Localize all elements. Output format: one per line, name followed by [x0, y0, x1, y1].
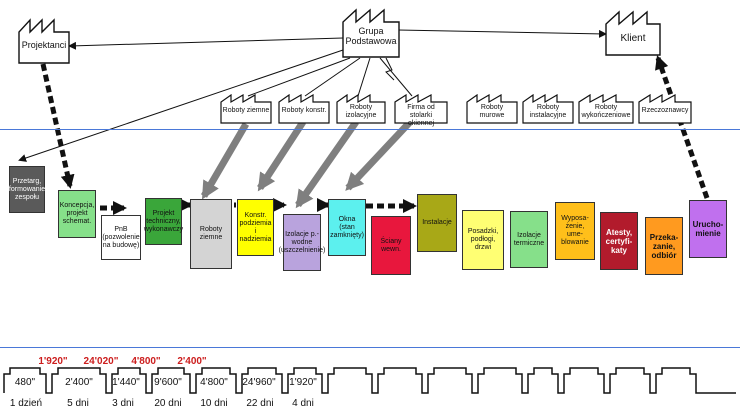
factory-icon	[638, 94, 692, 124]
contractor-label: Roboty murowe	[479, 104, 505, 119]
step-label: Konstr. podziemia i nadziemia	[239, 211, 272, 243]
timeline-duration: 480"	[14, 377, 36, 388]
step-posadzki[interactable]: Posadzki, podłogi, drzwi	[462, 210, 504, 270]
contractor-label: Roboty konstr.	[281, 107, 327, 114]
step-label: Ściany wewn.	[380, 237, 402, 253]
factory-icon	[466, 94, 518, 124]
factory-icon	[342, 8, 400, 58]
step-atesty[interactable]: Atesty, certyfi-katy	[600, 212, 638, 270]
timeline-label: 22 dni	[246, 398, 274, 409]
step-label: Atesty, certyfi-katy	[605, 227, 633, 255]
contractor-roboty-izolacyjne[interactable]: Roboty izolacyjne	[336, 94, 386, 124]
contractor-label: Roboty ziemne	[222, 107, 270, 114]
step-instalacje[interactable]: Instalacje	[417, 194, 457, 252]
factory-icon	[278, 94, 330, 124]
timeline-label: 1 dzień	[9, 398, 43, 409]
contractor-firma-stolarki[interactable]: Firma od stolarki okiennej	[394, 94, 448, 127]
step-label: Izolacje p.-wodne (uszczelnienie)	[278, 230, 326, 254]
separator-bottom	[0, 347, 740, 348]
step-izolacje-wodne[interactable]: Izolacje p.-wodne (uszczelnienie)	[279, 214, 325, 271]
contractor-roboty-wykonczeniowe[interactable]: Roboty wykończeniowe	[578, 94, 634, 124]
contractor-label: Roboty instalacyjne	[529, 104, 567, 119]
step-przetarg[interactable]: Przetarg, formowanie zespołu	[9, 166, 45, 213]
step-roboty-ziemne[interactable]: Roboty ziemne	[190, 199, 232, 269]
timeline-label: 4 dni	[292, 398, 314, 409]
step-okna[interactable]: Okna (stan zamknięty)	[328, 199, 366, 256]
step-label: Koncepcja, projekt schemat.	[59, 202, 95, 225]
timeline-duration: 24'960"	[242, 377, 276, 388]
step-sciany[interactable]: Ściany wewn.	[371, 216, 411, 275]
step-pnb[interactable]: PnB (pozwolenie na budowę)	[101, 215, 141, 260]
dashed-arrows	[40, 55, 710, 215]
step-konstrukcja[interactable]: Konstr. podziemia i nadziemia	[237, 199, 274, 256]
step-przekazanie[interactable]: Przeka-zanie, odbiór	[645, 217, 683, 275]
step-izolacje-termiczne[interactable]: Izolacje termiczne	[510, 211, 548, 268]
projektanci-label: Projektanci	[21, 40, 67, 50]
step-projekt-techniczny[interactable]: Projekt techniczny, wykonawczy	[143, 198, 184, 245]
timeline-label: 20 dni	[154, 398, 182, 409]
grupa-podstawowa-node[interactable]: Grupa Podstawowa	[342, 6, 400, 58]
factory-icon	[578, 94, 634, 124]
contractor-label: Rzeczoznawcy	[641, 107, 689, 114]
step-wyposazenie[interactable]: Wyposa-żenie, ume-blowanie	[555, 202, 595, 260]
timeline-cumulative: 1'920"	[38, 356, 68, 367]
grupa-podstawowa-label: Grupa Podstawowa	[345, 26, 397, 46]
separator-top	[0, 129, 740, 130]
step-label: Posadzki, podłogi, drzwi	[467, 228, 499, 251]
contractor-roboty-konstr[interactable]: Roboty konstr.	[278, 94, 330, 124]
step-label: Urucho-mienie	[692, 220, 724, 238]
timeline-cumulative: 4'800"	[131, 356, 161, 367]
timeline-label: 5 dni	[67, 398, 89, 409]
timeline-duration: 9'600"	[154, 377, 182, 388]
timeline-duration: 1'920"	[289, 377, 317, 388]
step-label: Projekt techniczny, wykonawczy	[143, 209, 184, 233]
contractor-roboty-murowe[interactable]: Roboty murowe	[466, 94, 518, 124]
projektanci-node[interactable]: Projektanci	[18, 12, 70, 64]
step-koncepcja[interactable]: Koncepcja, projekt schemat.	[58, 190, 96, 238]
contractor-roboty-ziemne[interactable]: Roboty ziemne	[220, 94, 272, 124]
step-label: Wyposa-żenie, ume-blowanie	[561, 215, 589, 246]
contractor-label: Roboty wykończeniowe	[581, 104, 631, 119]
step-label: Przeka-zanie, odbiór	[649, 232, 679, 260]
factory-icon	[220, 94, 272, 124]
klient-label: Klient	[620, 33, 646, 44]
contractor-label: Firma od stolarki okiennej	[407, 104, 435, 127]
timeline-duration: 4'800"	[200, 377, 228, 388]
grupa-connectors	[18, 29, 607, 162]
timeline-cumulative: 24'020"	[83, 356, 119, 367]
step-label: Okna (stan zamknięty)	[330, 215, 364, 239]
step-label: Izolacje termiczne	[513, 231, 545, 247]
klient-node[interactable]: Klient	[605, 8, 661, 56]
step-uruchomienie[interactable]: Urucho-mienie	[689, 200, 727, 258]
timeline-label: 10 dni	[200, 398, 228, 409]
timeline-duration: 2'400"	[65, 377, 93, 388]
contractor-rzeczoznawcy[interactable]: Rzeczoznawcy	[638, 94, 692, 124]
gray-arrows	[200, 119, 413, 209]
factory-icon	[605, 10, 661, 56]
contractor-label: Roboty izolacyjne	[345, 104, 377, 119]
timeline-duration: 1'440"	[112, 377, 140, 388]
step-label: Roboty ziemne	[199, 226, 223, 241]
factory-icon	[394, 94, 448, 124]
step-label: PnB (pozwolenie na budowę)	[102, 225, 140, 249]
contractor-roboty-instalacyjne[interactable]: Roboty instalacyjne	[522, 94, 574, 124]
timeline-cumulative: 2'400"	[177, 356, 207, 367]
timeline-bracket	[3, 367, 736, 394]
timeline-label: 3 dni	[112, 398, 134, 409]
factory-icon	[18, 18, 70, 64]
factory-icon	[522, 94, 574, 124]
factory-icon	[336, 94, 386, 124]
step-label: Przetarg, formowanie zespołu	[8, 177, 46, 201]
step-label: Instalacje	[422, 219, 452, 226]
